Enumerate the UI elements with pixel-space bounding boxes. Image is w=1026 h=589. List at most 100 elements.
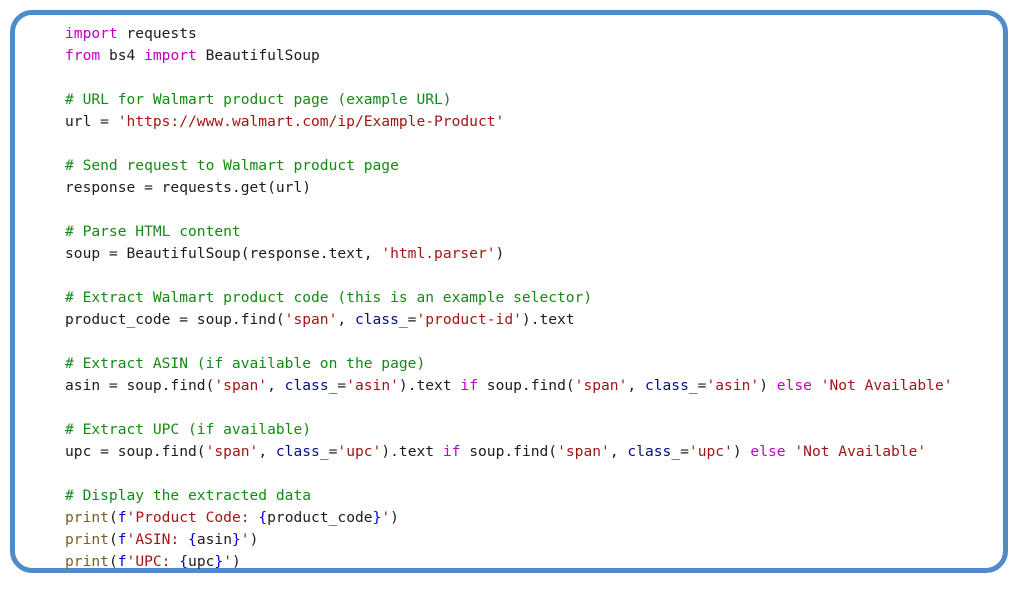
code-token xyxy=(812,377,821,394)
code-token: ) xyxy=(732,443,751,460)
code-line: from bs4 import BeautifulSoup xyxy=(65,45,997,67)
code-token: 'Not Available' xyxy=(820,377,953,394)
code-line xyxy=(65,133,997,155)
code-token: = xyxy=(407,311,417,328)
code-token: = xyxy=(697,377,707,394)
code-token: ( xyxy=(108,509,118,526)
code-token: # Parse HTML content xyxy=(65,223,241,240)
code-token: = xyxy=(680,443,689,460)
code-line: print(f'UPC: {upc}') xyxy=(65,551,997,573)
code-token: class_ xyxy=(284,377,338,394)
code-line: # Extract ASIN (if available on the page… xyxy=(65,353,997,375)
code-token: # Extract UPC (if available) xyxy=(65,421,312,438)
code-token: requests xyxy=(117,25,197,42)
code-token: upc xyxy=(188,553,215,570)
code-token: product_code xyxy=(267,509,373,526)
code-token: class_ xyxy=(644,377,698,394)
code-token: f xyxy=(117,509,127,526)
code-token: else xyxy=(776,377,812,394)
code-line xyxy=(65,67,997,89)
code-token: # Extract Walmart product code (this is … xyxy=(65,289,593,306)
code-line: upc = soup.find('span', class_='upc').te… xyxy=(65,441,997,463)
code-token: soup.find( xyxy=(478,377,575,394)
code-token: print xyxy=(65,553,109,570)
code-token: = xyxy=(337,377,347,394)
code-token: class_ xyxy=(354,311,408,328)
code-token: , xyxy=(258,443,276,460)
code-token: f xyxy=(117,531,127,548)
code-token: upc = soup.find( xyxy=(65,443,206,460)
code-token: 'span' xyxy=(284,311,338,328)
code-token: if xyxy=(442,443,461,460)
code-line: asin = soup.find('span', class_='asin').… xyxy=(65,375,997,397)
code-line: url = 'https://www.walmart.com/ip/Exampl… xyxy=(65,111,997,133)
code-line: response = requests.get(url) xyxy=(65,177,997,199)
code-token: else xyxy=(750,443,786,460)
code-token: } xyxy=(232,531,241,548)
code-token: ) xyxy=(759,377,777,394)
code-token: 'asin' xyxy=(706,377,760,394)
code-token: # Extract ASIN (if available on the page… xyxy=(65,355,426,372)
code-token: ).text xyxy=(381,443,443,460)
code-token: product_code = soup.find( xyxy=(65,311,285,328)
code-line: # Send request to Walmart product page xyxy=(65,155,997,177)
code-token: ) xyxy=(390,509,399,526)
code-token: ) xyxy=(249,531,259,548)
code-token: , xyxy=(627,377,645,394)
code-token: asin = soup.find( xyxy=(65,377,215,394)
code-token: from xyxy=(65,47,101,64)
code-line: print(f'Product Code: {product_code}') xyxy=(65,507,997,529)
code-token: ( xyxy=(108,531,118,548)
code-token: 'upc' xyxy=(337,443,382,460)
code-line: # Parse HTML content xyxy=(65,221,997,243)
code-line xyxy=(65,397,997,419)
code-token: print xyxy=(65,509,109,526)
code-token: bs4 xyxy=(100,47,145,64)
code-token: , xyxy=(337,311,355,328)
code-token: ).text xyxy=(521,311,575,328)
code-line: product_code = soup.find('span', class_=… xyxy=(65,309,997,331)
code-token: 'span' xyxy=(205,443,259,460)
code-token: # Send request to Walmart product page xyxy=(65,157,399,174)
code-token: 'span' xyxy=(214,377,268,394)
code-token: { xyxy=(258,509,268,526)
code-token: ' xyxy=(223,553,232,570)
code-token: 'https://www.walmart.com/ip/Example-Prod… xyxy=(117,113,505,130)
code-token: } xyxy=(372,509,382,526)
code-token: asin xyxy=(196,531,232,548)
code-line: # Extract UPC (if available) xyxy=(65,419,997,441)
code-token: ).text xyxy=(398,377,461,394)
code-token: # Display the extracted data xyxy=(65,487,312,504)
code-token: response = requests.get(url) xyxy=(65,179,312,196)
code-token: import xyxy=(65,25,118,42)
code-token: 'ASIN: xyxy=(126,531,189,548)
code-line: soup = BeautifulSoup(response.text, 'htm… xyxy=(65,243,997,265)
code-token: 'asin' xyxy=(346,377,399,394)
code-token: print xyxy=(65,531,109,548)
code-token: import xyxy=(144,47,197,64)
code-line: # Extract Walmart product code (this is … xyxy=(65,287,997,309)
code-token: 'Not Available' xyxy=(794,443,927,460)
code-token: 'product-id' xyxy=(416,311,522,328)
code-token: { xyxy=(188,531,197,548)
code-token: 'Product Code: xyxy=(126,509,259,526)
code-line xyxy=(65,463,997,485)
code-token: , xyxy=(267,377,285,394)
code-token: ) xyxy=(232,553,241,570)
code-line: # URL for Walmart product page (example … xyxy=(65,89,997,111)
code-token: 'UPC: xyxy=(126,553,180,570)
code-token: if xyxy=(460,377,478,394)
code-token: ( xyxy=(108,553,118,570)
code-token: } xyxy=(214,553,224,570)
code-token: 'span' xyxy=(557,443,610,460)
code-line: import requests xyxy=(65,23,997,45)
code-token: 'html.parser' xyxy=(381,245,496,262)
code-token: { xyxy=(179,553,189,570)
code-token: = xyxy=(328,443,338,460)
code-line xyxy=(65,331,997,353)
code-token: class_ xyxy=(275,443,329,460)
code-token: class_ xyxy=(627,443,681,460)
code-token: # URL for Walmart product page (example … xyxy=(65,91,452,108)
